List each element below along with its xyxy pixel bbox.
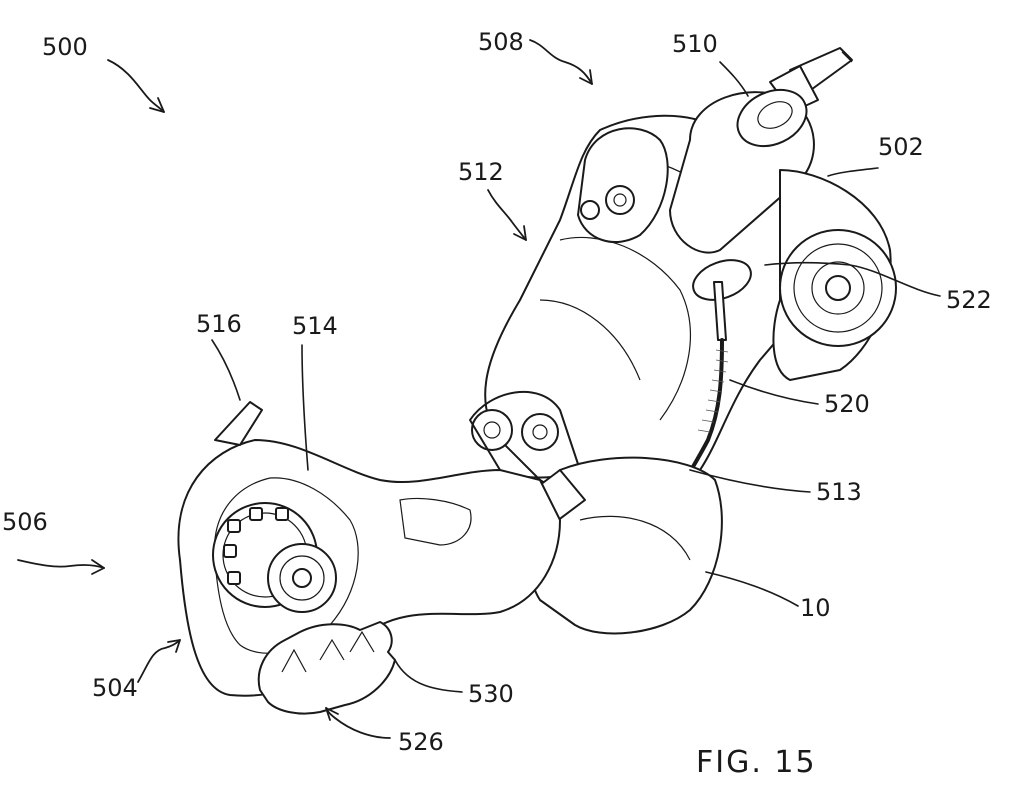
leader-513 <box>689 469 811 493</box>
label-500: 500 <box>42 33 88 61</box>
arrow-508 <box>529 39 593 85</box>
label-520: 520 <box>824 390 870 418</box>
upper-knuckle <box>577 127 669 244</box>
leader-10 <box>705 571 799 607</box>
label-514: 514 <box>292 312 338 340</box>
label-506: 506 <box>2 508 48 536</box>
arrow-506 <box>17 559 105 569</box>
leader-514 <box>301 344 309 471</box>
leader-502 <box>827 167 879 177</box>
label-522: 522 <box>946 286 992 314</box>
label-513: 513 <box>816 478 862 506</box>
label-504: 504 <box>92 674 138 702</box>
label-510: 510 <box>672 30 718 58</box>
arrow-504 <box>137 639 181 683</box>
leader-520 <box>729 379 819 405</box>
label-516: 516 <box>196 310 242 338</box>
label-502: 502 <box>878 133 924 161</box>
barrel-adjuster <box>669 88 815 254</box>
leader-522 <box>764 261 941 297</box>
leader-lines <box>17 39 941 739</box>
b-knuckle-wheel <box>772 169 897 381</box>
figure-caption: FIG. 15 <box>696 745 817 780</box>
label-526: 526 <box>398 728 444 756</box>
arrow-512 <box>487 189 527 241</box>
leader-530 <box>394 659 463 693</box>
sensor-cable <box>688 259 752 474</box>
label-512: 512 <box>458 158 504 186</box>
derailleur-drawing <box>177 47 897 715</box>
tension-pulley <box>257 621 396 715</box>
label-530: 530 <box>468 680 514 708</box>
arrow-500 <box>107 59 165 113</box>
leader-510 <box>719 61 749 97</box>
reference-labels: 500 508 510 502 512 522 516 514 520 506 … <box>2 28 992 756</box>
label-508: 508 <box>478 28 524 56</box>
guide-pulley <box>212 502 337 613</box>
leader-516 <box>211 339 241 401</box>
label-10: 10 <box>800 594 831 622</box>
